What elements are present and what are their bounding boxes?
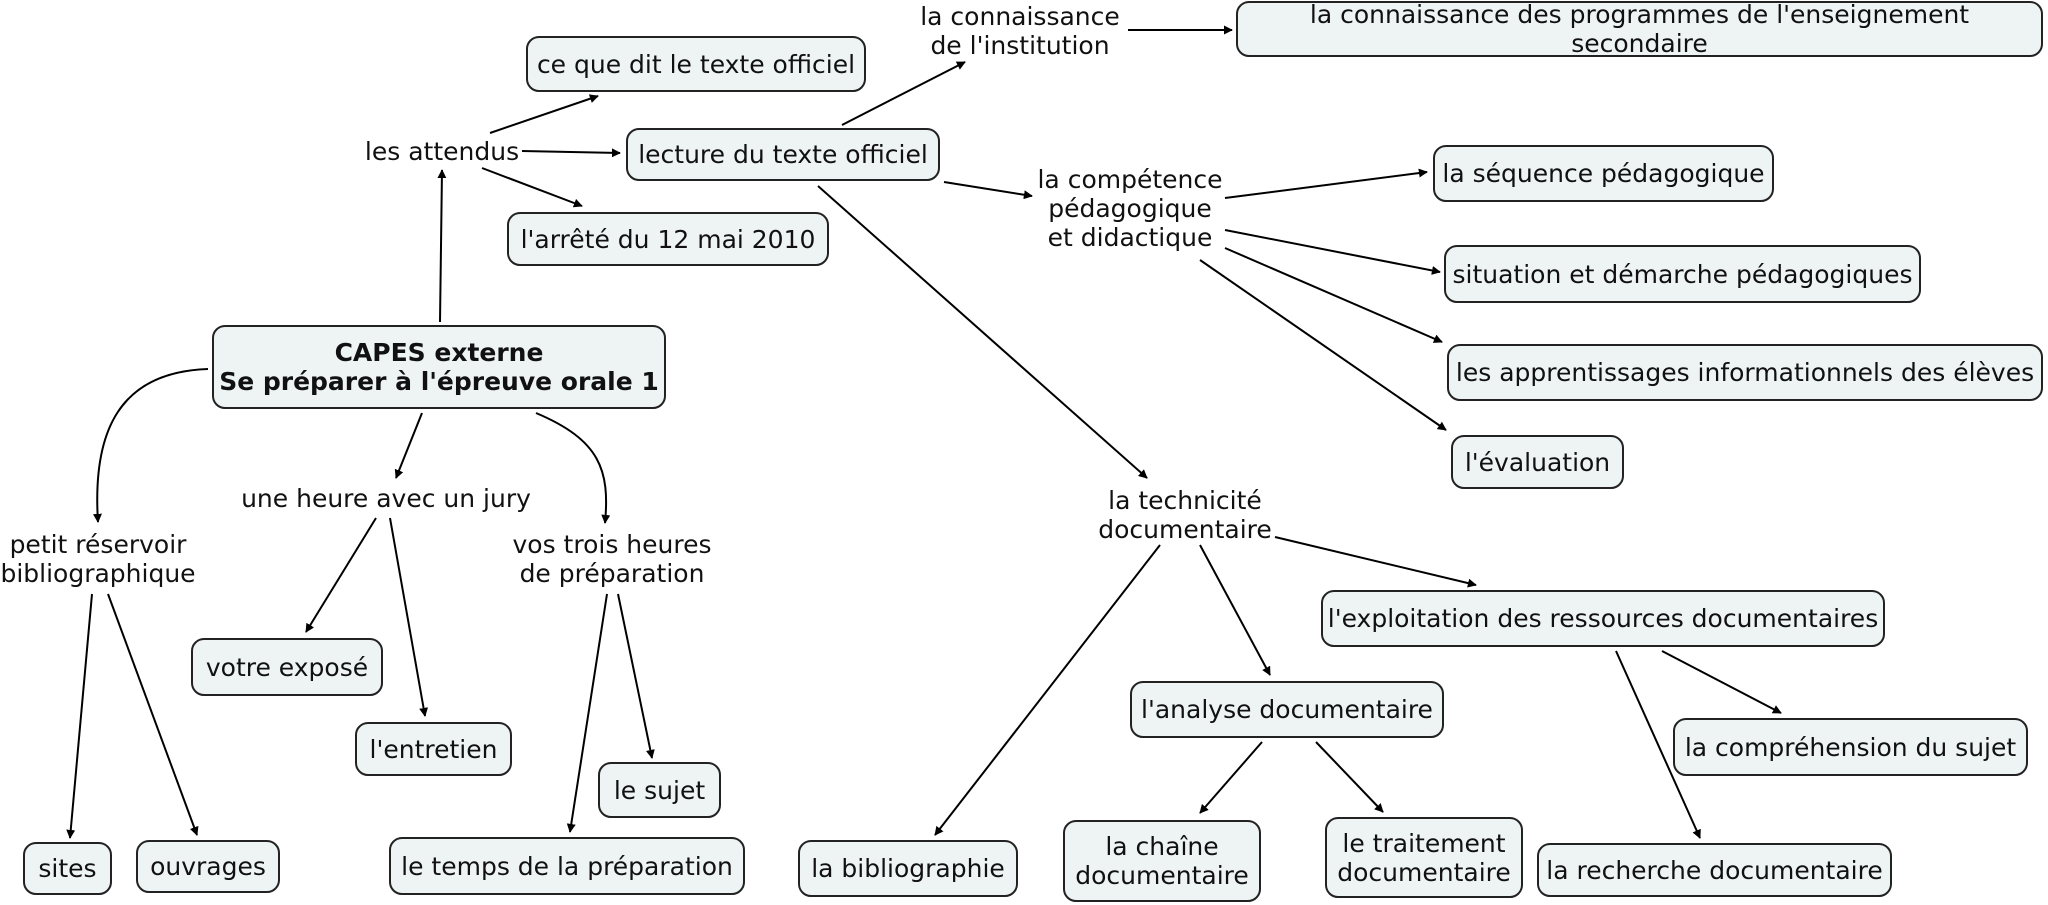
edge-lecture-technicite: [817, 185, 1148, 479]
edge-competence-apprentissages: [1224, 247, 1443, 343]
edge-lecture-competence: [943, 181, 1033, 200]
node-trois-heures[interactable]: vos trois heures de préparation: [512, 530, 712, 588]
edge-technicite-bibliographie: [934, 544, 1161, 836]
node-exploitation[interactable]: l'exploitation des ressources documentai…: [1321, 590, 1885, 647]
node-recherche[interactable]: la recherche documentaire: [1537, 843, 1892, 897]
node-apprentissages[interactable]: les apprentissages informationnels des é…: [1447, 344, 2043, 401]
root-node[interactable]: CAPES externe Se préparer à l'épreuve or…: [212, 325, 666, 409]
edge-heure-jury-expose: [305, 517, 377, 633]
node-arrete[interactable]: l'arrêté du 12 mai 2010: [507, 212, 829, 266]
node-analyse[interactable]: l'analyse documentaire: [1130, 681, 1444, 738]
edge-attendus-texte-officiel: [489, 94, 599, 134]
node-ouvrages[interactable]: ouvrages: [136, 840, 280, 893]
node-technicite[interactable]: la technicité documentaire: [1098, 486, 1272, 544]
edge-technicite-exploitation: [1274, 536, 1477, 588]
node-connaissance-institution[interactable]: la connaissance de l'institution: [920, 2, 1120, 60]
node-expose[interactable]: votre exposé: [191, 638, 383, 696]
edge-root-reservoir: [92, 368, 209, 523]
edge-heure-jury-entretien: [389, 517, 429, 717]
edge-root-trois-heures: [535, 412, 611, 524]
edge-competence-sequence: [1224, 168, 1428, 199]
edge-lecture-institution: [841, 61, 966, 126]
edge-technicite-analyse: [1199, 544, 1271, 676]
edge-exploitation-comprehension: [1661, 650, 1782, 714]
node-reservoir[interactable]: petit réservoir bibliographique: [0, 530, 196, 588]
node-bibliographie[interactable]: la bibliographie: [798, 840, 1018, 897]
edge-analyse-chaine: [1199, 741, 1263, 814]
edge-attendus-lecture: [521, 148, 621, 158]
node-lecture[interactable]: lecture du texte officiel: [626, 128, 940, 181]
node-texte-officiel[interactable]: ce que dit le texte officiel: [526, 36, 866, 92]
node-situation[interactable]: situation et démarche pédagogiques: [1444, 245, 1921, 303]
node-attendus[interactable]: les attendus: [364, 136, 520, 166]
edge-trois-heures-temps: [566, 593, 608, 833]
edge-competence-evaluation: [1199, 259, 1447, 431]
node-chaine[interactable]: la chaîne documentaire: [1063, 820, 1261, 902]
edge-reservoir-sites: [66, 593, 93, 839]
node-traitement[interactable]: le traitement documentaire: [1325, 817, 1523, 898]
edge-reservoir-ouvrages: [107, 593, 199, 836]
node-sequence[interactable]: la séquence pédagogique: [1433, 145, 1774, 202]
edge-attendus-arrete: [481, 167, 583, 208]
edge-competence-situation: [1224, 229, 1441, 275]
edge-trois-heures-sujet: [617, 593, 655, 759]
node-temps[interactable]: le temps de la préparation: [389, 837, 745, 895]
node-comprehension[interactable]: la compréhension du sujet: [1673, 718, 2028, 776]
edge-root-attendus: [437, 169, 447, 323]
node-competence[interactable]: la compétence pédagogique et didactique: [1037, 164, 1223, 252]
edge-root-heure-jury: [394, 412, 423, 479]
node-evaluation[interactable]: l'évaluation: [1451, 435, 1624, 489]
node-heure-jury[interactable]: une heure avec un jury: [241, 483, 531, 513]
node-sujet[interactable]: le sujet: [598, 762, 721, 818]
edge-analyse-traitement: [1315, 741, 1384, 813]
node-sites[interactable]: sites: [23, 842, 112, 895]
edge-exploitation-recherche: [1615, 650, 1701, 839]
node-connaissance-programmes[interactable]: la connaissance des programmes de l'ense…: [1236, 0, 2043, 58]
node-entretien[interactable]: l'entretien: [355, 722, 512, 776]
